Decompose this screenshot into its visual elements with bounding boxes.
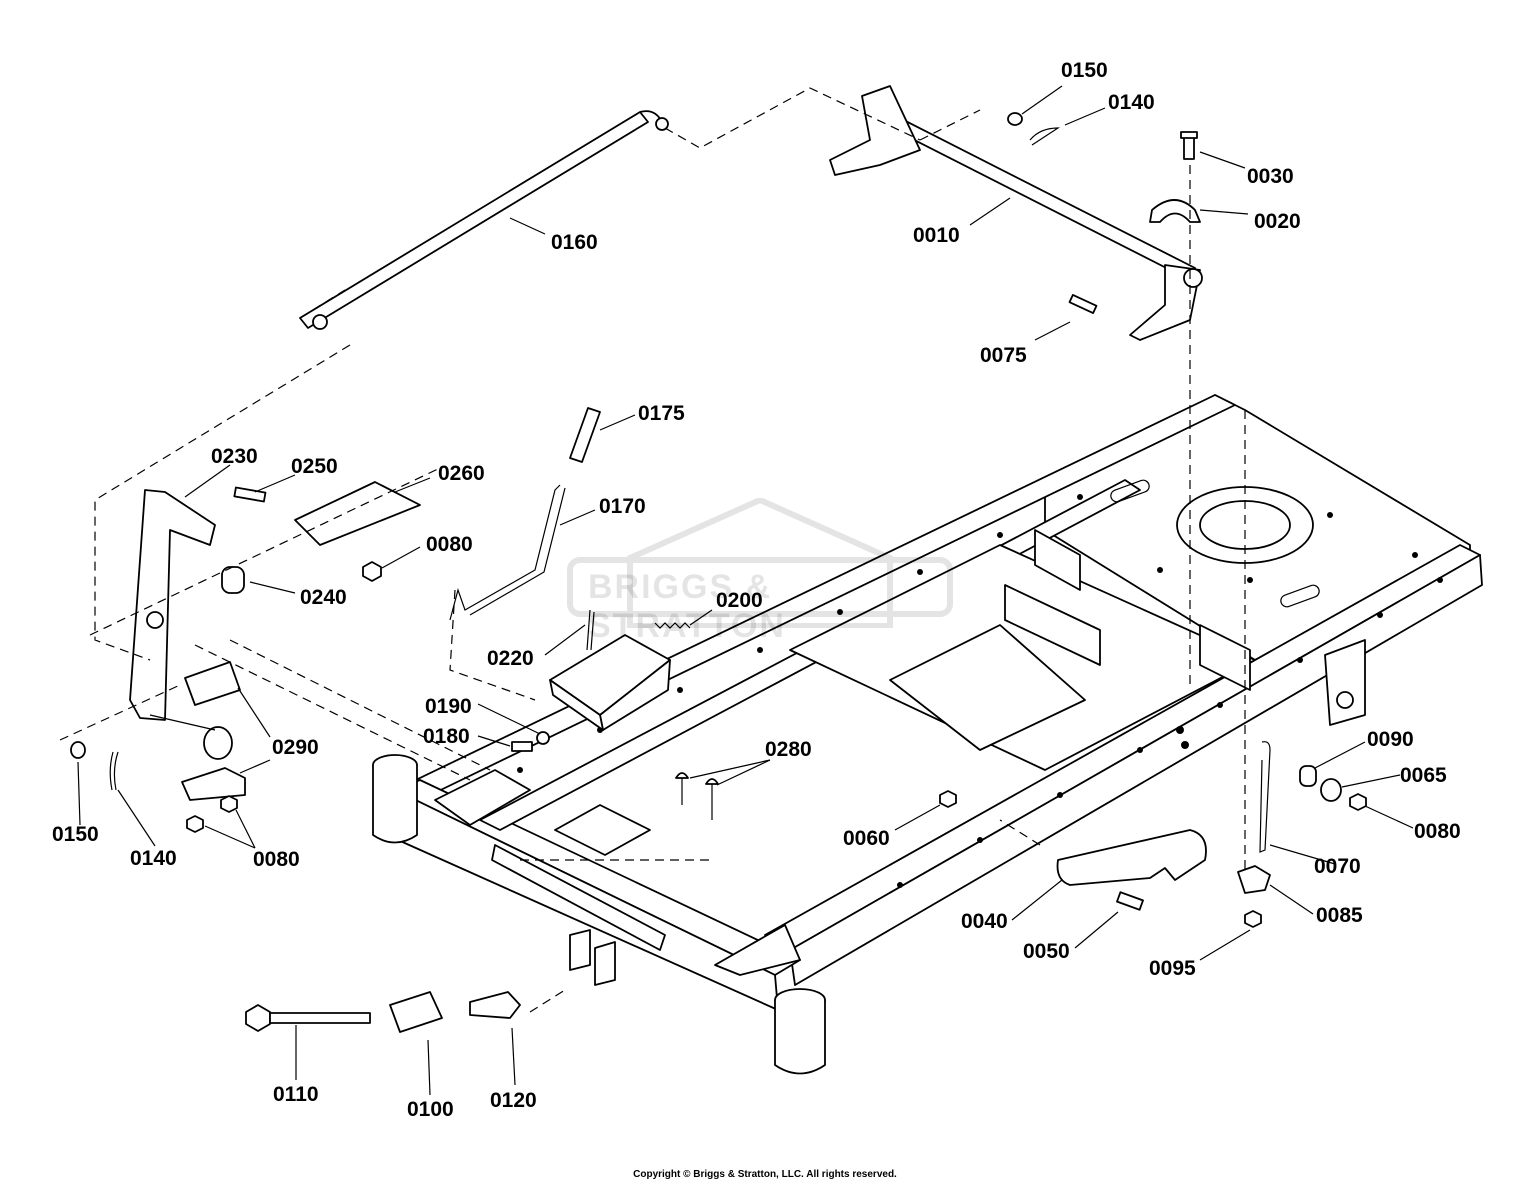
label-0100: 0100 [407,1098,454,1121]
lever-0170 [449,484,566,621]
label-0110: 0110 [273,1083,319,1106]
copyright-notice: Copyright © Briggs & Stratton, LLC. All … [633,1169,897,1180]
rod-0160 [299,111,649,329]
shaft-0010 [874,107,1196,281]
clevis-0120 [469,991,521,1019]
label-0260: 0260 [438,462,485,485]
spacer-0090 [1299,765,1317,787]
label-0050: 0050 [1023,940,1070,963]
washer-0150-left [70,741,86,759]
label-0175: 0175 [638,402,685,425]
bolt-0110-shank [269,1012,371,1024]
label-0030: 0030 [1247,165,1294,188]
washer-0190 [536,731,550,745]
label-0080-right: 0080 [1414,820,1461,843]
spring-0200 [654,622,691,629]
label-0065: 0065 [1400,764,1447,787]
pin-0220 [586,609,595,651]
nut-0080-left [362,561,382,582]
label-0190: 0190 [425,695,472,718]
bolt-0110-head [245,1004,271,1032]
nut-0080-right [1349,793,1367,811]
assembly-lines [59,87,1246,1013]
label-0080-bottom: 0080 [253,848,300,871]
label-0060: 0060 [843,827,890,850]
label-0040: 0040 [961,910,1008,933]
label-0290: 0290 [272,736,319,759]
parts [70,85,1367,1033]
label-0280: 0280 [765,738,812,761]
bolt-0050 [1116,891,1144,911]
label-0120: 0120 [490,1089,537,1112]
rod-0070 [1259,741,1271,853]
pin-0140-left [109,751,119,791]
washer-0065 [1320,778,1342,802]
clamp-0290-bottom [181,767,246,801]
label-0220: 0220 [487,647,534,670]
label-0200: 0200 [716,589,763,612]
block-0100 [389,991,443,1033]
label-0010: 0010 [913,224,960,247]
label-0180: 0180 [423,725,470,748]
label-0090: 0090 [1367,728,1414,751]
nut-0060 [939,790,957,808]
pin-0140-top [1029,127,1061,146]
label-0250: 0250 [291,455,338,478]
label-0075: 0075 [980,344,1027,367]
grip-0175 [569,407,601,463]
watermark-text: BRIGGS & STRATTON [588,568,786,645]
bolt-0250 [233,486,267,503]
label-0070: 0070 [1314,855,1361,878]
clamp-0290-top [184,661,241,706]
brand-watermark-logo [567,498,953,628]
label-0085: 0085 [1316,904,1363,927]
label-0230: 0230 [211,445,258,468]
bolt-0180 [511,741,533,752]
link-0260 [294,481,421,546]
label-0020: 0020 [1254,210,1301,233]
label-0150-top: 0150 [1061,59,1108,82]
label-0240: 0240 [300,586,347,609]
frame-holes [517,494,1443,888]
block-0085 [1237,865,1271,894]
part-labels: 0150 0140 0030 0020 0010 0160 0075 0175 … [52,59,1461,1121]
label-0150-left: 0150 [52,823,99,846]
label-0170: 0170 [599,495,646,518]
clamp-0020 [1149,199,1201,223]
label-0160: 0160 [551,231,598,254]
spacer-0240 [221,566,245,594]
label-0140-top: 0140 [1108,91,1155,114]
label-0095: 0095 [1149,957,1196,980]
bolt-0075 [1068,293,1098,315]
label-0140-left: 0140 [130,847,177,870]
label-0080-left: 0080 [426,533,473,556]
leader-lines [77,85,1414,1096]
washer-0150-top [1007,112,1023,126]
nut-0095 [1244,910,1262,928]
plate-0040 [1056,829,1207,886]
